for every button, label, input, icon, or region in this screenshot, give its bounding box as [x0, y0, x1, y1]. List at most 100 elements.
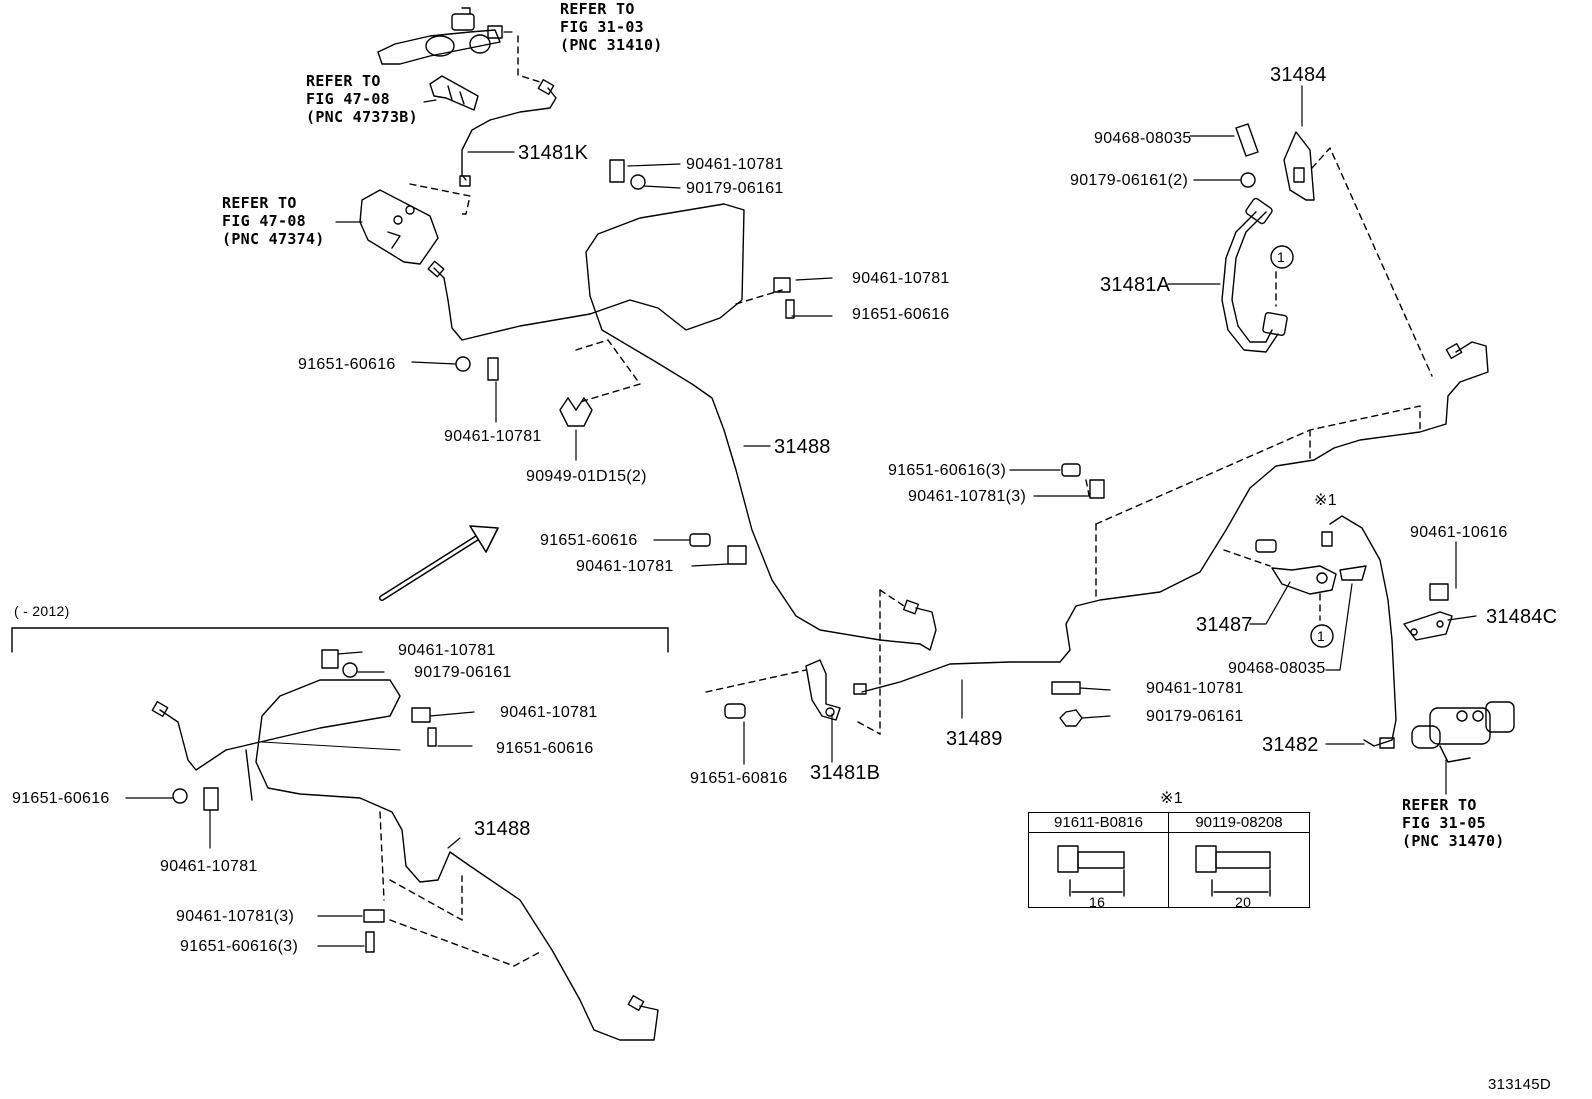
fitting-icon	[1445, 342, 1463, 360]
pipe-31488	[585, 203, 921, 645]
part-31481b: 31481B	[810, 762, 881, 784]
year-range-label: ( - 2012)	[14, 603, 70, 619]
fitting-icon	[627, 994, 645, 1012]
circle-one-label: 1	[1317, 628, 1326, 644]
proportioning-valve-icon	[359, 189, 439, 265]
part-31489: 31489	[946, 728, 1003, 750]
clip-90461-10781: 90461-10781	[500, 704, 598, 721]
bolt-91651-60616: 91651-60616	[852, 306, 950, 323]
guide-line	[517, 35, 541, 83]
part-31487: 31487	[1196, 614, 1253, 636]
fitting-icon	[427, 260, 445, 278]
arrow-head-icon	[469, 525, 499, 553]
bracket-31484c-icon	[1403, 583, 1453, 641]
guide-line	[389, 875, 463, 921]
guide-line	[409, 183, 471, 215]
year-bracket	[11, 627, 669, 653]
bolt-91651-60816: 91651-60816	[690, 770, 788, 787]
pipe-31489	[861, 341, 1489, 693]
guide-line	[1223, 549, 1271, 567]
guide-line	[379, 811, 385, 901]
nut-90179-06161: 90179-06161(2)	[1070, 172, 1189, 189]
note-col2-header: 90119-08208	[1169, 813, 1309, 833]
bolt-91651-60616: 91651-60616	[12, 790, 110, 807]
part-31482: 31482	[1262, 734, 1319, 756]
clip-90461-10781: 90461-10781	[576, 558, 674, 575]
bracket-47373b-icon	[429, 75, 479, 111]
pipe-31488-upper	[433, 267, 591, 341]
slave-cylinder-icon	[1411, 701, 1515, 763]
note-ref-mark: ※1	[1314, 492, 1337, 509]
master-cylinder-icon	[377, 7, 503, 65]
pipe-31481k	[461, 87, 557, 181]
guide-line	[575, 339, 641, 403]
clip-90461-10616: 90461-10616	[1410, 524, 1508, 541]
bolt-91651-60616-x3: 91651-60616(3)	[180, 938, 299, 955]
clip-90461-10781: 90461-10781	[1146, 680, 1244, 697]
nut-90179-06161: 90179-06161	[1146, 708, 1244, 725]
circle-one-mark	[1310, 624, 1334, 648]
circle-one-label: 1	[1277, 249, 1286, 265]
leader-lines	[125, 31, 1477, 947]
fitting-icon	[459, 175, 471, 187]
nut-90179-06161: 90179-06161	[686, 180, 784, 197]
fitting-icon	[902, 599, 920, 615]
fitting-icon	[1321, 531, 1333, 547]
guide-line	[1095, 405, 1421, 525]
pipe-31482	[1329, 515, 1397, 747]
bolt-91651-60616: 91651-60616	[540, 532, 638, 549]
pipe-31488-lower	[159, 679, 659, 1041]
bracket-31487-icon	[1271, 565, 1367, 595]
diagram-id: 313145D	[1488, 1076, 1551, 1093]
guide-line	[389, 919, 541, 967]
guide-line	[1311, 147, 1433, 377]
clip-90461-10781: 90461-10781	[444, 428, 542, 445]
fitting-icon	[151, 700, 169, 718]
clip-90461-10781: 90461-10781(3)	[908, 488, 1027, 505]
fitting-icon	[1262, 312, 1288, 336]
bracket-31484-icon	[1235, 123, 1315, 201]
clamp-90949-01d15: 90949-01D15(2)	[526, 468, 647, 485]
clip-icon	[172, 649, 437, 953]
bolt-length-16: 16	[1089, 894, 1106, 910]
guide-line	[735, 289, 783, 305]
part-31488-upper: 31488	[774, 436, 831, 458]
note-col2-body: 20	[1169, 833, 1309, 910]
note-col1-body: 16	[1029, 833, 1169, 910]
bolt-91611-icon	[1057, 845, 1125, 897]
bolt-91651-60616: 91651-60616(3)	[888, 462, 1007, 479]
fitting-icon	[1379, 737, 1395, 749]
clip-90461-10781: 90461-10781	[398, 642, 496, 659]
part-31481k: 31481K	[518, 142, 589, 164]
clip-90468-08035: 90468-08035	[1094, 130, 1192, 147]
clip-90461-10781-x3: 90461-10781(3)	[176, 908, 295, 925]
fastener-note-table: 91611-B0816 90119-08208 16 20	[1028, 812, 1310, 910]
bolt-icon	[724, 703, 746, 719]
bracket-31481b-icon	[805, 659, 841, 721]
note-col1-header: 91611-B0816	[1029, 813, 1169, 833]
fitting-icon	[1245, 197, 1273, 225]
part-31484: 31484	[1270, 64, 1327, 86]
guide-line	[705, 669, 807, 693]
bolt-length-20: 20	[1235, 894, 1252, 910]
fitting-icon	[537, 78, 555, 96]
note-table-title: ※1	[1160, 790, 1183, 807]
fitting-icon	[853, 683, 867, 695]
part-31484c: 31484C	[1486, 606, 1558, 628]
bolt-91651-60616: 91651-60616	[496, 740, 594, 757]
clip-90461-10781: 90461-10781	[852, 270, 950, 287]
nut-90179-06161: 90179-06161	[414, 664, 512, 681]
circle-one-mark	[1270, 245, 1294, 269]
part-31481a: 31481A	[1100, 274, 1171, 296]
clip-90468-08035: 90468-08035	[1228, 660, 1326, 677]
bolt-91651-60616: 91651-60616	[298, 356, 396, 373]
clip-90461-10781: 90461-10781	[686, 156, 784, 173]
clip-90461-10781: 90461-10781	[160, 858, 258, 875]
bolt-icon	[1255, 539, 1277, 553]
